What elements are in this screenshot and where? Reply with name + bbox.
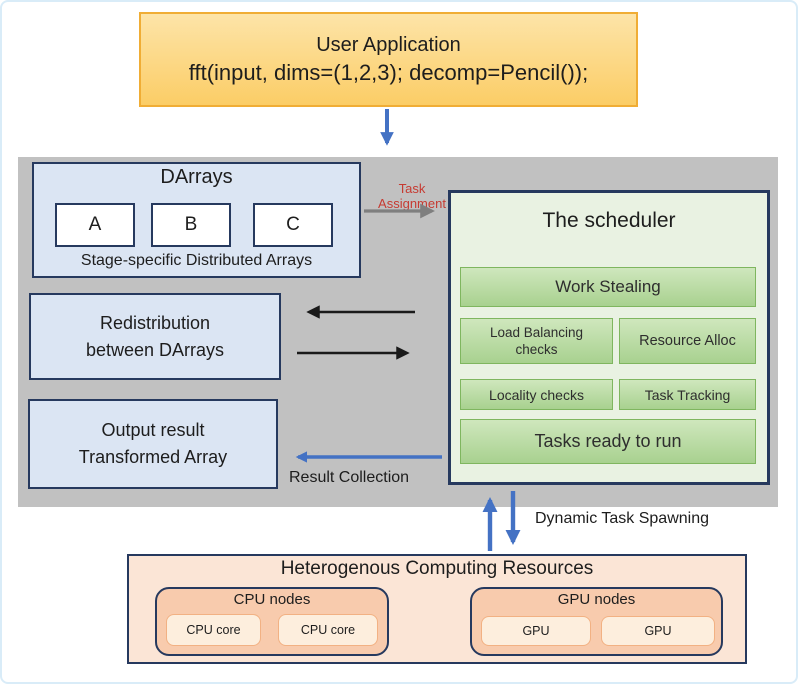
output-result-line1: Output result [101,420,205,440]
tasks-ready-box: Tasks ready to run [460,419,756,464]
cpu-core-box: CPU core [166,614,261,646]
darrays-title: DArrays [160,166,233,188]
dynamic-task-spawning-label: Dynamic Task Spawning [535,510,710,527]
user-application-title: User Application [316,33,461,56]
redistribution-box: Redistribution between DArrays [29,293,281,380]
gpu-box: GPU [601,616,715,646]
task-assignment-label: Task Assignment [370,181,454,211]
darray-a-box: A [55,203,135,247]
task-tracking-box: Task Tracking [619,379,756,410]
redistribution-line2: between DArrays [85,339,225,360]
load-balancing-label: Load Balancing checks [490,324,583,358]
resources-box: Heterogenous Computing Resources CPU nod… [127,554,747,664]
scheduler-title: The scheduler [542,209,676,232]
resource-alloc-box: Resource Alloc [619,318,756,364]
load-balancing-box: Load Balancing checks [460,318,613,364]
cpu-core-box: CPU core [278,614,378,646]
darray-c-box: C [253,203,333,247]
redistribution-line1: Redistribution [99,312,211,333]
work-stealing-box: Work Stealing [460,267,756,307]
gpu-nodes-box: GPU nodes GPU GPU [470,587,723,656]
load-balancing-line2: checks [515,342,558,357]
cpu-nodes-title: CPU nodes [233,591,311,608]
user-application-code: fft(input, dims=(1,2,3); decomp=Pencil()… [188,59,589,85]
resources-title: Heterogenous Computing Resources [280,558,594,579]
gpu-nodes-title: GPU nodes [557,591,636,608]
gpu-box: GPU [481,616,591,646]
locality-checks-box: Locality checks [460,379,613,410]
cpu-nodes-box: CPU nodes CPU core CPU core [155,587,389,656]
task-assignment-line2: Assignment [378,196,446,211]
output-result-box: Output result Transformed Array [28,399,278,489]
user-application-box: User Application fft(input, dims=(1,2,3)… [139,12,638,107]
task-assignment-line1: Task [398,181,426,196]
darray-b-box: B [151,203,231,247]
load-balancing-line1: Load Balancing [489,325,584,340]
result-collection-label: Result Collection [289,469,410,486]
darrays-caption: Stage-specific Distributed Arrays [80,252,313,269]
darrays-box: DArrays A B C Stage-specific Distributed… [32,162,361,278]
scheduler-box: The scheduler Work Stealing Load Balanci… [448,190,770,485]
output-result-line2: Transformed Array [78,447,228,467]
